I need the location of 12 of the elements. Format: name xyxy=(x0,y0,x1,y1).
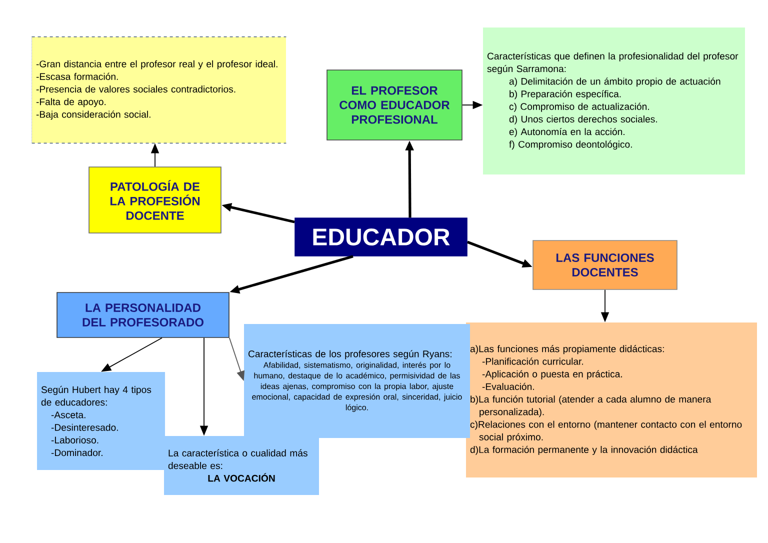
note-box: Según Hubert hay 4 tipos de educadores: -Asceta. -Desinteresado. -Laborioso. -Dominador. xyxy=(37,372,165,470)
concept-box: PATOLOGÍA DE LA PROFESIÓN DOCENTE xyxy=(88,166,222,234)
concept-box: LAS FUNCIONES DOCENTES xyxy=(532,240,678,290)
concept-box: LA PERSONALIDAD DEL PROFESORADO xyxy=(56,292,230,338)
title-box: EDUCADOR xyxy=(294,218,468,256)
note-box: La característica o cualidad más deseable es: LA VOCACIÓN xyxy=(164,436,319,495)
node-label: LA VOCACIÓN xyxy=(208,473,275,482)
note-box: -Gran distancia entre el profesor real y el profesor ideal. -Escasa formación. -Presencia de valores sociales contradictorios. -Falta de apoyo. -Baja consideración social. xyxy=(31,36,287,144)
note-box: a)Las funciones más propiamente didácticas: -Planificación curricular. -Aplicación o puesta en práctica. -Evaluación. b)La función tutorial (atender a cada alumno de manera personalizada). c)Relaciones con el entorno (mantener contacto con el entorno social próximo. d)La formación permanente y la innovación didáctica xyxy=(466,322,757,478)
concept-box: EL PROFESOR COMO EDUCADOR PROFESIONAL xyxy=(326,70,462,140)
note-box: Características que definen la profesionalidad del profesor según Sarramona: a) Delimitación de un ámbito propio de actuación b) Preparación específica. c) Compromiso de actualización. d) Unos ciertos derechos sociales. e) Autonomía en la acción. f) Compromiso deontológico. xyxy=(483,28,745,174)
node-label: La característica o cualidad más deseable es: xyxy=(168,449,308,470)
